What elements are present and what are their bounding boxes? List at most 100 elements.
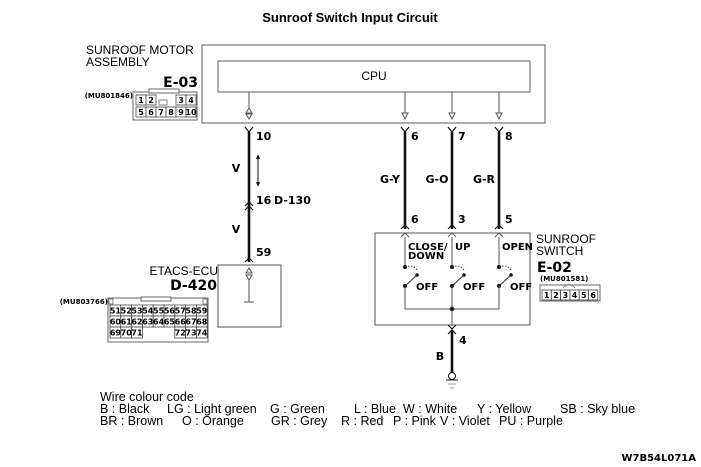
pin-label: 6 (411, 130, 419, 143)
connector-pin: 5 (135, 106, 147, 118)
switch-connector-part-number: (MU801581) (540, 275, 588, 283)
svg-text:69: 69 (110, 329, 122, 338)
connector-pin: 2 (550, 289, 561, 301)
legend-entry: V : Violet (440, 414, 490, 428)
legend-entry: BR : Brown (100, 414, 163, 428)
svg-text:66: 66 (175, 318, 187, 327)
svg-text:71: 71 (131, 329, 143, 338)
connector-pin: 1 (541, 289, 552, 301)
connector-pin: 57 (174, 304, 187, 317)
svg-text:10: 10 (185, 108, 197, 117)
svg-text:51: 51 (110, 307, 122, 316)
input-arrow-icon (448, 112, 456, 121)
svg-text:1: 1 (138, 96, 144, 105)
pin-label: 4 (459, 334, 467, 347)
cpu-label: CPU (361, 69, 386, 83)
motor-connector-id: E-03 (163, 75, 198, 91)
connector-pin: 53 (131, 304, 143, 317)
connector-pin: 3 (560, 289, 571, 301)
connector-pin: 10 (185, 106, 197, 118)
svg-text:9: 9 (178, 108, 184, 117)
svg-text:54: 54 (142, 307, 154, 316)
svg-text:73: 73 (185, 329, 196, 338)
legend-entry: L : Blue (354, 402, 396, 416)
connector-pin: 8 (165, 106, 177, 118)
wire-color-label: V (232, 162, 241, 175)
pin-label: 10 (256, 130, 272, 143)
connector-pin: 3 (175, 94, 187, 106)
switch-position-label: DOWN (408, 251, 444, 262)
svg-text:63: 63 (142, 318, 153, 327)
svg-text:6: 6 (590, 291, 596, 300)
wire-switch-line (494, 126, 504, 238)
connector-pin: 6 (145, 106, 157, 118)
legend-entry: PU : Purple (499, 414, 563, 428)
motor-assembly-box (201, 44, 546, 124)
svg-text:74: 74 (196, 329, 208, 338)
svg-text:6: 6 (148, 108, 154, 117)
sunroof-switch-label: SUNROOF (536, 232, 596, 246)
svg-text:68: 68 (196, 318, 208, 327)
connector-pin: 6 (588, 289, 599, 301)
legend-entry: W : White (403, 402, 457, 416)
motor-connector-part-number: (MU801846) (85, 92, 133, 100)
legend-entry: B : Black (100, 402, 150, 416)
legend-entry: G : Green (270, 402, 325, 416)
svg-text:62: 62 (131, 318, 142, 327)
pin-label: 3 (458, 213, 466, 226)
connector-pin: 63 (141, 315, 154, 328)
legend-entry: LG : Light green (167, 402, 257, 416)
pin-label: 16 (256, 194, 272, 207)
svg-text:59: 59 (196, 307, 208, 316)
legend-entry: Y : Yellow (477, 402, 532, 416)
svg-text:70: 70 (121, 329, 133, 338)
bidir-up-arrow-icon (245, 107, 253, 114)
cpu-box (217, 60, 531, 93)
switch-off-label: OFF (510, 282, 532, 293)
wire-color-label: G-Y (380, 173, 401, 186)
legend-row: B : Black LG : Light green G : Green L : Bl… (100, 402, 635, 416)
connector-pin: 5 (578, 289, 589, 301)
ground-terminal-icon (448, 372, 456, 380)
svg-text:55: 55 (153, 307, 165, 316)
svg-text:7: 7 (158, 108, 164, 117)
wire-switch-line (447, 126, 457, 238)
wire-color-label: G-O (426, 173, 449, 186)
svg-text:3: 3 (562, 291, 568, 300)
cpu-io-arrows (245, 92, 503, 121)
svg-text:8: 8 (168, 108, 174, 117)
etacs-io-symbol (244, 267, 254, 303)
svg-text:64: 64 (153, 318, 165, 327)
switch-position-label: UP (455, 242, 470, 253)
svg-text:61: 61 (121, 318, 133, 327)
figure-code: W7B54L071A (621, 453, 696, 464)
svg-text:53: 53 (131, 307, 142, 316)
legend-entry: SB : Sky blue (560, 402, 635, 416)
svg-text:2: 2 (148, 96, 154, 105)
connector-pin: 4 (185, 94, 197, 106)
motor-assembly-label: SUNROOF MOTOR (86, 43, 194, 57)
wire-switch-line (400, 126, 410, 238)
connector-pin: 52 (120, 304, 133, 317)
legend-entry: R : Red (341, 414, 383, 428)
switch-connector-id: E-02 (537, 260, 572, 276)
sunroof-switch-label-2: SWITCH (536, 244, 583, 258)
switch-off-label: OFF (463, 282, 485, 293)
svg-text:72: 72 (175, 329, 186, 338)
svg-text:4: 4 (188, 96, 194, 105)
connector-pin: 59 (195, 304, 208, 317)
etacs-ecu-box (217, 264, 282, 328)
wire-color-label: G-R (473, 173, 496, 186)
svg-text:65: 65 (164, 318, 176, 327)
etacs-connector-id: D-420 (170, 278, 217, 294)
connector-pin: 68 (195, 315, 208, 328)
svg-text:3: 3 (178, 96, 184, 105)
svg-text:56: 56 (164, 307, 176, 316)
wire-ground (446, 324, 458, 389)
bidir-down-arrow-icon (245, 113, 253, 120)
